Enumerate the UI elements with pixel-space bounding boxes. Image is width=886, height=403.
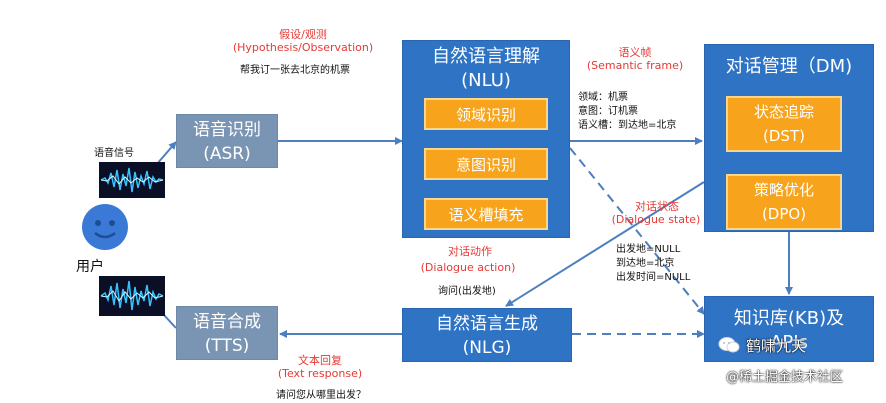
dm-module-dst: 状态追踪 (DST) [726, 96, 842, 152]
nlu-module-intent: 意图识别 [424, 148, 548, 180]
nlg-title: 自然语言生成 [436, 314, 538, 334]
arrow-dm-to-nlg [505, 181, 705, 307]
nlu-module-domain: 领域识别 [424, 98, 548, 130]
semantic-line-slot: 语义槽：到达地=北京 [578, 120, 677, 131]
arrow-nlu-to-kb-dashed [569, 147, 705, 315]
watermark-wechat-icon [718, 336, 740, 354]
hypothesis-example: 帮我订一张去北京的机票 [240, 65, 350, 76]
watermark-subtitle: @稀土掘金技术社区 [726, 370, 844, 385]
speech-signal-label: 语音信号 [94, 148, 134, 159]
tts-title: 语音合成 [193, 312, 261, 332]
tts-abbr: (TTS) [204, 336, 250, 356]
dpo-abbr: (DPO) [761, 205, 807, 223]
dialogue-state-cn: 对话状态 [635, 200, 679, 213]
state-line-time: 出发时间=NULL [616, 272, 691, 283]
text-response-en: (Text response) [277, 367, 363, 380]
speech-waveform-bottom [99, 276, 165, 316]
text-response-cn: 文本回复 [298, 354, 342, 367]
semantic-line-intent: 意图：订机票 [578, 106, 638, 117]
kb-apis: APIs [770, 332, 808, 353]
dialogue-state-en: (Dialogue state) [611, 213, 701, 226]
speech-waveform-top [99, 162, 165, 198]
dst-title: 状态追踪 [753, 103, 814, 121]
state-line-arrival: 到达地=北京 [616, 258, 675, 269]
nlu-module-slot: 语义槽填充 [424, 198, 548, 230]
nlg-box: 自然语言生成 (NLG) [402, 308, 572, 362]
asr-title: 语音识别 [193, 120, 261, 140]
tts-box: 语音合成 (TTS) [176, 306, 278, 360]
dpo-title: 策略优化 [753, 181, 814, 199]
user-label: 用户 [76, 259, 104, 275]
dialogue-action-cn: 对话动作 [448, 245, 492, 258]
hypothesis-label-cn: 假设/观测 [279, 28, 327, 41]
watermark-title: 鹤啸九天 [746, 337, 807, 355]
dm-title: 对话管理（DM) [725, 56, 853, 77]
user-avatar-icon [82, 204, 128, 250]
nlg-abbr: (NLG) [462, 338, 512, 358]
nlu-title: 自然语言理解 [432, 46, 540, 67]
semantic-frame-cn: 语义帧 [618, 46, 652, 59]
dialogue-action-example: 询问(出发地) [438, 286, 496, 297]
text-response-example: 请问您从哪里出发？ [276, 390, 366, 401]
asr-abbr: (ASR) [203, 144, 251, 164]
kb-title: 知识库(KB)及 [733, 308, 845, 329]
semantic-line-domain: 领域：机票 [578, 92, 628, 103]
hypothesis-label-en: (Hypothesis/Observation) [232, 41, 374, 54]
nlu-abbr: (NLU) [461, 70, 511, 91]
asr-box: 语音识别 (ASR) [176, 114, 278, 168]
state-line-departure: 出发地=NULL [616, 244, 681, 255]
dst-abbr: (DST) [763, 127, 805, 145]
semantic-frame-en: (Semantic frame) [586, 59, 684, 72]
dialogue-action-en: (Dialogue action) [420, 261, 516, 274]
dm-module-dpo: 策略优化 (DPO) [726, 174, 842, 230]
